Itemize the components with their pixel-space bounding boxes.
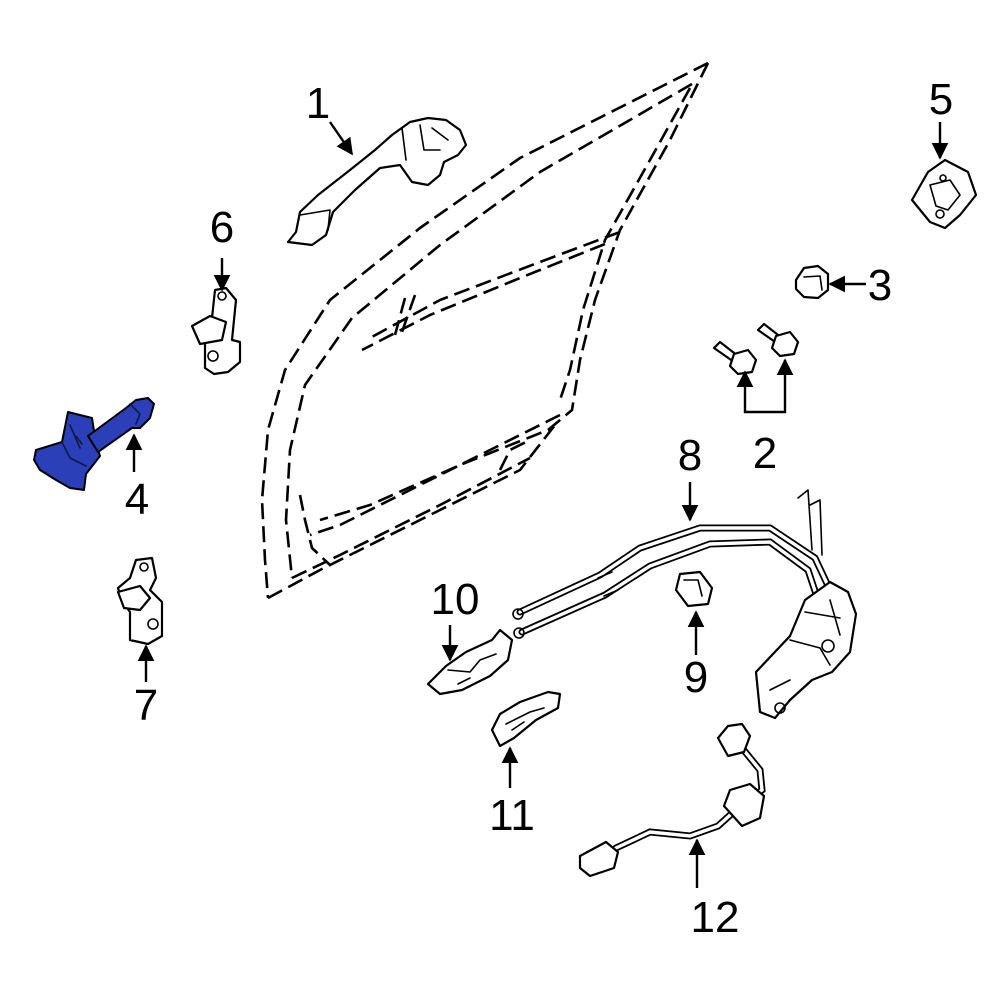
callout-10: 10 bbox=[431, 575, 480, 624]
callout-5: 5 bbox=[929, 75, 953, 124]
part-5-striker bbox=[910, 158, 978, 230]
part-7-lower-hinge bbox=[116, 556, 164, 646]
callout-labels: 1 2 3 4 5 6 7 8 9 10 11 12 bbox=[125, 75, 953, 942]
part-12-lock-cylinder-harness bbox=[578, 722, 766, 878]
callout-6: 6 bbox=[210, 203, 234, 252]
callout-3: 3 bbox=[868, 261, 892, 310]
part-9-clip bbox=[674, 570, 714, 608]
callout-11: 11 bbox=[489, 791, 535, 840]
part-8-lock-actuator bbox=[512, 489, 858, 720]
callout-8: 8 bbox=[678, 431, 702, 480]
leader-lines bbox=[125, 121, 949, 888]
callout-12: 12 bbox=[691, 893, 740, 942]
callout-1: 1 bbox=[306, 79, 330, 128]
callout-4: 4 bbox=[125, 475, 149, 524]
part-6-upper-hinge bbox=[190, 286, 242, 376]
part-11-inside-handle bbox=[490, 690, 562, 748]
callout-9: 9 bbox=[684, 653, 708, 702]
part-2-bolts bbox=[712, 322, 800, 376]
part-3-nut bbox=[794, 264, 830, 300]
callout-7: 7 bbox=[134, 681, 158, 730]
door-frame-outline bbox=[260, 61, 710, 600]
part-1-outside-handle bbox=[286, 116, 468, 247]
part-4-door-check bbox=[33, 397, 155, 491]
callout-2: 2 bbox=[753, 429, 777, 478]
part-10-inside-handle-bracket bbox=[426, 628, 514, 696]
